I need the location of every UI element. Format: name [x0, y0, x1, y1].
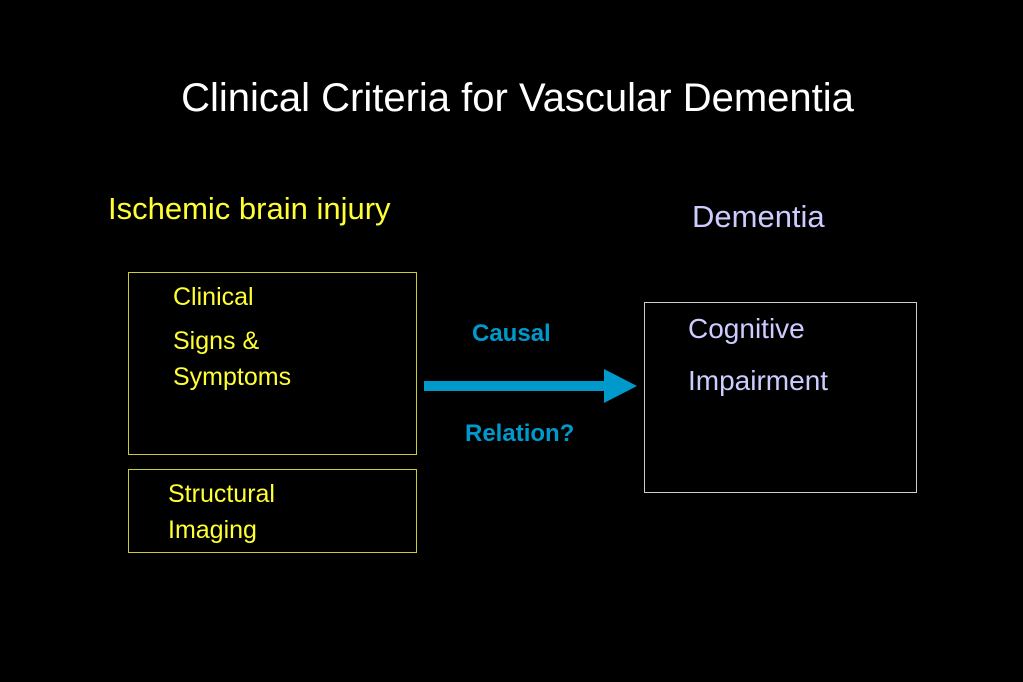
causal-arrow-icon — [424, 369, 637, 403]
relation-label: Relation? — [465, 420, 575, 447]
imaging-line: Imaging — [168, 516, 257, 544]
signs-line: Signs & — [173, 327, 260, 355]
structural-imaging-box — [128, 469, 417, 553]
cognitive-impairment-box — [644, 302, 917, 493]
clinical-signs-box — [128, 272, 417, 455]
structural-line: Structural — [168, 480, 275, 508]
symptoms-line: Symptoms — [173, 363, 292, 391]
clinical-line: Clinical — [173, 283, 254, 311]
ischemic-brain-injury-heading: Ischemic brain injury — [108, 191, 391, 226]
dementia-heading: Dementia — [692, 199, 825, 234]
cognitive-line: Cognitive — [688, 313, 805, 344]
slide-title: Clinical Criteria for Vascular Dementia — [181, 76, 854, 120]
causal-label: Causal — [472, 320, 551, 347]
impairment-line: Impairment — [688, 365, 829, 396]
